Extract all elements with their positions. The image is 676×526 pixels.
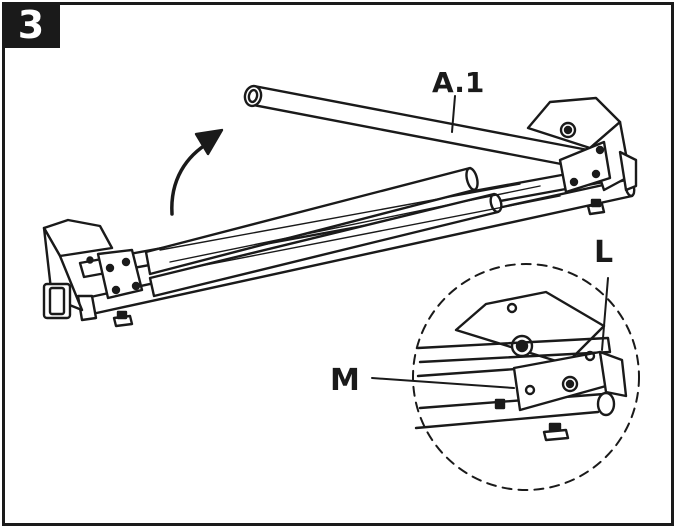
detail-inset — [412, 263, 640, 491]
label-a1: A.1 — [432, 66, 484, 99]
right-end-bracket — [526, 96, 638, 216]
rotation-arrow — [170, 128, 224, 216]
left-end-bracket — [42, 218, 144, 328]
step-number-badge: 3 — [2, 2, 60, 48]
label-l: L — [594, 235, 613, 270]
label-m: M — [330, 363, 360, 398]
leader-lines — [371, 95, 609, 389]
middle-tubes — [144, 166, 561, 298]
